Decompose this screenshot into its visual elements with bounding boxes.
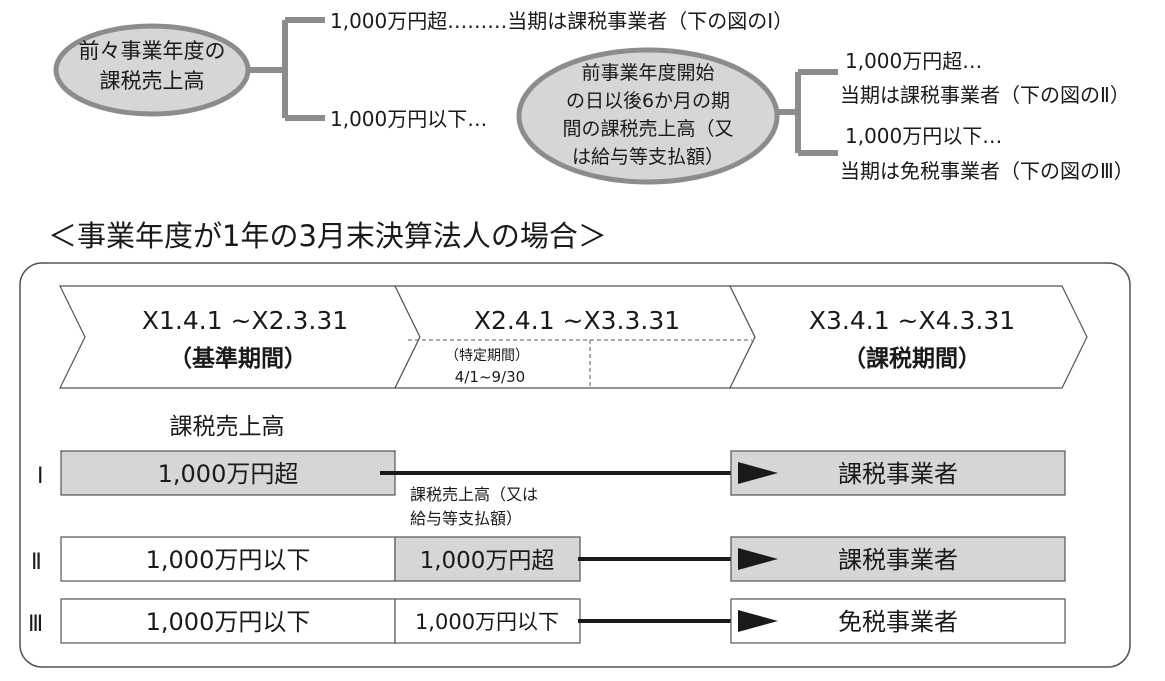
row-3-base-text: 1,000万円以下	[146, 608, 311, 636]
row-3-result-box	[730, 598, 1066, 644]
row-1-result-box	[730, 450, 1066, 496]
row-3-mid-text: 1,000万円以下	[415, 610, 559, 634]
row-2-roman: Ⅱ	[31, 550, 42, 575]
period-2-label: （特定期間）	[445, 348, 529, 364]
period-3-label: （課税期間）	[843, 345, 981, 372]
root-line-2: 課税売上高	[100, 69, 205, 93]
row-1-base-text: 1,000万円超	[158, 460, 299, 488]
row-3-arrow-head	[738, 610, 778, 632]
period-chevron-2	[394, 285, 756, 389]
row-2-result-box	[730, 536, 1066, 582]
sub-over-line-1: 1,000万円超…	[845, 49, 982, 73]
sub-bracket	[778, 69, 838, 156]
period-chevron-3	[729, 285, 1088, 389]
base-sales-label: 課税売上高	[170, 414, 285, 440]
branch-over-text: 1,000万円超………当期は課税事業者（下の図のⅠ）	[330, 9, 793, 33]
period-3-dates: X3.4.1 ~X4.3.31	[809, 306, 1015, 335]
period-chevron-1	[59, 285, 421, 389]
row-2-arrow-head	[738, 548, 778, 570]
middle-ellipse	[516, 47, 780, 185]
row-3-result-text: 免税事業者	[838, 608, 958, 636]
sub-under-line-1: 1,000万円以下…	[845, 124, 1002, 148]
period-2-range: 4/1~9/30	[455, 368, 525, 386]
period-1-label: （基準期間）	[169, 345, 307, 372]
timeline-frame	[19, 262, 1131, 668]
period-2-dates: X2.4.1 ~X3.3.31	[474, 306, 680, 335]
row-1-result-text: 課税事業者	[838, 460, 958, 488]
branch-under-text: 1,000万円以下…	[330, 107, 487, 131]
row-1-roman: Ⅰ	[37, 464, 44, 489]
row-2-base-text: 1,000万円以下	[146, 546, 311, 574]
specified-period-divider	[408, 339, 752, 388]
row-1-base-box	[60, 450, 396, 496]
mid-sales-label-1: 課税売上高（又は	[410, 485, 538, 504]
row-3-mid-box	[394, 598, 581, 644]
middle-line-1: 前事業年度開始	[581, 62, 714, 84]
root-bracket	[250, 17, 325, 121]
sub-under-line-2: 当期は免税事業者（下の図のⅢ）	[840, 159, 1134, 183]
section-title: ＜事業年度が1年の3月末決算法人の場合＞	[48, 219, 607, 253]
row-2-mid-box	[394, 536, 581, 582]
row-2-base-box	[60, 536, 396, 582]
middle-line-4: は給与等支払額）	[572, 146, 724, 168]
period-1-dates: X1.4.1 ~X2.3.31	[142, 306, 348, 335]
mid-sales-label-2: 給与等支払額）	[410, 509, 522, 528]
row-1-arrow-head-front	[738, 462, 778, 484]
root-line-1: 前々事業年度の	[79, 39, 226, 63]
row-2-result-text: 課税事業者	[838, 546, 958, 574]
root-ellipse	[53, 23, 251, 117]
sub-over-line-2: 当期は課税事業者（下の図のⅡ）	[840, 83, 1130, 107]
row-2-mid-text: 1,000万円超	[420, 548, 555, 574]
row-3-roman: Ⅲ	[28, 612, 43, 637]
middle-line-2: の日以後6か月の期	[566, 90, 730, 112]
middle-line-3: 間の課税売上高（又	[562, 118, 733, 140]
